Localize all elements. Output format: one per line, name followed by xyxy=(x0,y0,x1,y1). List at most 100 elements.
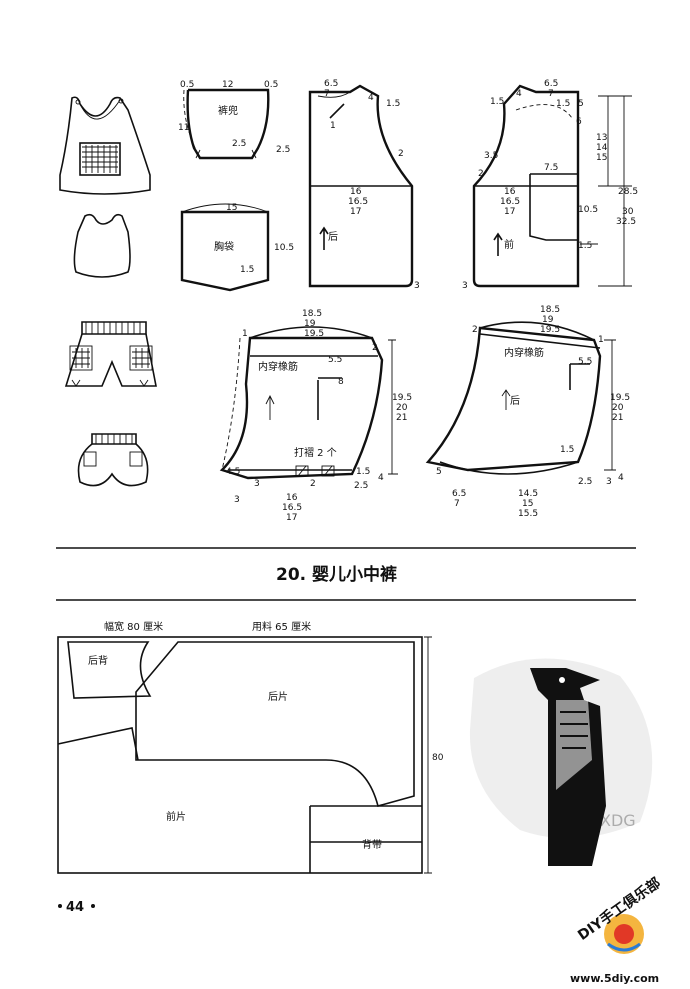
front-dim: 13 xyxy=(596,133,607,143)
pocket-dim: 10.5 xyxy=(274,243,294,253)
pants-left-dim: 19.5 xyxy=(392,393,412,403)
pants-left-dim: 2 xyxy=(372,343,378,353)
pants-left-dim: 19.5 xyxy=(304,329,324,339)
front-dim: 3.5 xyxy=(484,151,498,161)
pants-left-dim: 21 xyxy=(396,413,407,423)
back-dim: 17 xyxy=(350,207,361,217)
front-dim: 16 xyxy=(504,187,516,197)
pants-left-dim: 4.5 xyxy=(226,467,240,477)
elastic-label-left: 内穿橡筋 xyxy=(258,360,298,373)
pants-right-dim: 7 xyxy=(454,499,460,509)
bib-dim: 2.5 xyxy=(232,139,246,149)
bib-dim: 11 xyxy=(178,123,189,133)
pants-right-dim: 19.5 xyxy=(540,325,560,335)
front-dim: 6 xyxy=(576,117,582,127)
pants-left-dim: 20 xyxy=(396,403,408,413)
elastic-label-right: 内穿橡筋 xyxy=(504,346,544,359)
back-dim: 3 xyxy=(414,281,420,291)
front-dim: 7.5 xyxy=(544,163,558,173)
front-dim: 4 xyxy=(516,89,522,99)
back-label-pants: 后 xyxy=(510,395,520,407)
pants-right-dim: 1 xyxy=(598,335,604,345)
club-site: www.5diy.com xyxy=(570,972,659,985)
back-dim: 4 xyxy=(368,93,374,103)
usage-label: 用料 65 厘米 xyxy=(252,620,311,633)
height-dim: 80 xyxy=(432,753,444,763)
back-piece-label: 后片 xyxy=(268,690,288,703)
pants-left-dim: 1 xyxy=(242,329,248,339)
pants-right-dim: 21 xyxy=(612,413,623,423)
front-dim: 28.5 xyxy=(618,187,638,197)
strap-label: 背带 xyxy=(362,838,382,851)
front-dim: 10.5 xyxy=(578,205,598,215)
back-dim: 1.5 xyxy=(386,99,400,109)
pants-right-dim: 1.5 xyxy=(560,445,574,455)
front-dim: 1.5 xyxy=(556,99,570,109)
front-pattern: 6.5 7 1.5 4 1.5 5 6 3.5 2 7.5 16 16.5 17… xyxy=(462,79,638,291)
bloomers-sketch xyxy=(77,433,149,487)
bib-dim: 2.5 xyxy=(276,145,290,155)
front-dim: 17 xyxy=(504,207,515,217)
back-dim: 2 xyxy=(398,149,404,159)
bib-label: 裤兜 xyxy=(218,104,238,117)
pocket-pattern: 15 10.5 1.5 胸袋 xyxy=(180,203,294,292)
pants-right-dim: 20 xyxy=(612,403,624,413)
front-dim: 6.5 xyxy=(544,79,558,89)
pants-left-dim: 8 xyxy=(338,377,344,387)
pants-right-pattern: 18.5 19 19.5 2 1 5.5 19.5 20 21 1.5 4 5 … xyxy=(425,305,630,519)
front-dim: 7 xyxy=(548,89,554,99)
pants-left-dim: 2 xyxy=(310,479,316,489)
pants-left-pattern: 18.5 19 19.5 1 2 5.5 8 19.5 20 21 4.5 1.… xyxy=(219,309,412,523)
front-dim: 5 xyxy=(578,99,584,109)
back-dim: 6.5 xyxy=(324,79,338,89)
fabric-layout: 幅宽 80 厘米 用料 65 厘米 后背 后片 前片 背带 80 xyxy=(57,620,444,874)
pants-left-dim: 16.5 xyxy=(282,503,302,513)
pants-left-dim: 4 xyxy=(378,473,384,483)
shorts-sketch xyxy=(64,321,157,387)
eagle-illustration xyxy=(530,668,606,866)
front-piece-label: 前片 xyxy=(166,810,186,823)
pants-left-dim: 3 xyxy=(254,479,260,489)
pants-right-dim: 19 xyxy=(542,315,554,325)
pants-right-dim: 2.5 xyxy=(578,477,592,487)
front-dim: 2 xyxy=(478,169,484,179)
pants-right-dim: 19.5 xyxy=(610,393,630,403)
back-bib-label: 后背 xyxy=(88,654,108,667)
front-dim: 3 xyxy=(462,281,468,291)
front-dim: 1.5 xyxy=(490,97,504,107)
pocket-dim: 1.5 xyxy=(240,265,254,275)
front-dim: 1.5 xyxy=(578,241,592,251)
back-dim: 16 xyxy=(350,187,362,197)
front-dim: 32.5 xyxy=(616,217,636,227)
back-dim: 1 xyxy=(330,121,336,131)
pants-right-dim: 3 xyxy=(606,477,612,487)
back-dim: 7 xyxy=(324,89,330,99)
page-number: 44 xyxy=(66,900,84,915)
front-dim: 30 xyxy=(622,207,634,217)
back-label: 后 xyxy=(328,231,338,243)
club-logo: DIY手工俱乐部 www.5diy.com xyxy=(570,874,664,985)
bib-dim: 12 xyxy=(222,80,233,90)
pants-left-dim: 1.5 xyxy=(356,467,370,477)
pants-left-dim: 17 xyxy=(286,513,297,523)
pants-left-dim: 16 xyxy=(286,493,298,503)
section-title: 20. 婴儿小中裤 xyxy=(276,564,397,585)
pants-left-dim: 3 xyxy=(234,495,240,505)
pants-right-dim: 2 xyxy=(472,325,478,335)
pocket-label: 胸袋 xyxy=(214,240,234,253)
front-dim: 16.5 xyxy=(500,197,520,207)
pants-right-dim: 18.5 xyxy=(540,305,560,315)
pants-left-dim: 18.5 xyxy=(302,309,322,319)
bib-dim: 0.5 xyxy=(180,80,194,90)
back-dim: 16.5 xyxy=(348,197,368,207)
pants-left-dim: 19 xyxy=(304,319,316,329)
pants-right-dim: 5.5 xyxy=(578,357,592,367)
pants-right-dim: 14.5 xyxy=(518,489,538,499)
pants-right-dim: 15.5 xyxy=(518,509,538,519)
front-dim: 14 xyxy=(596,143,608,153)
vest-sketch xyxy=(59,96,151,195)
vest-back-sketch xyxy=(73,213,131,278)
pants-right-dim: 5 xyxy=(436,467,442,477)
watermark-mark: XDG xyxy=(600,811,636,830)
